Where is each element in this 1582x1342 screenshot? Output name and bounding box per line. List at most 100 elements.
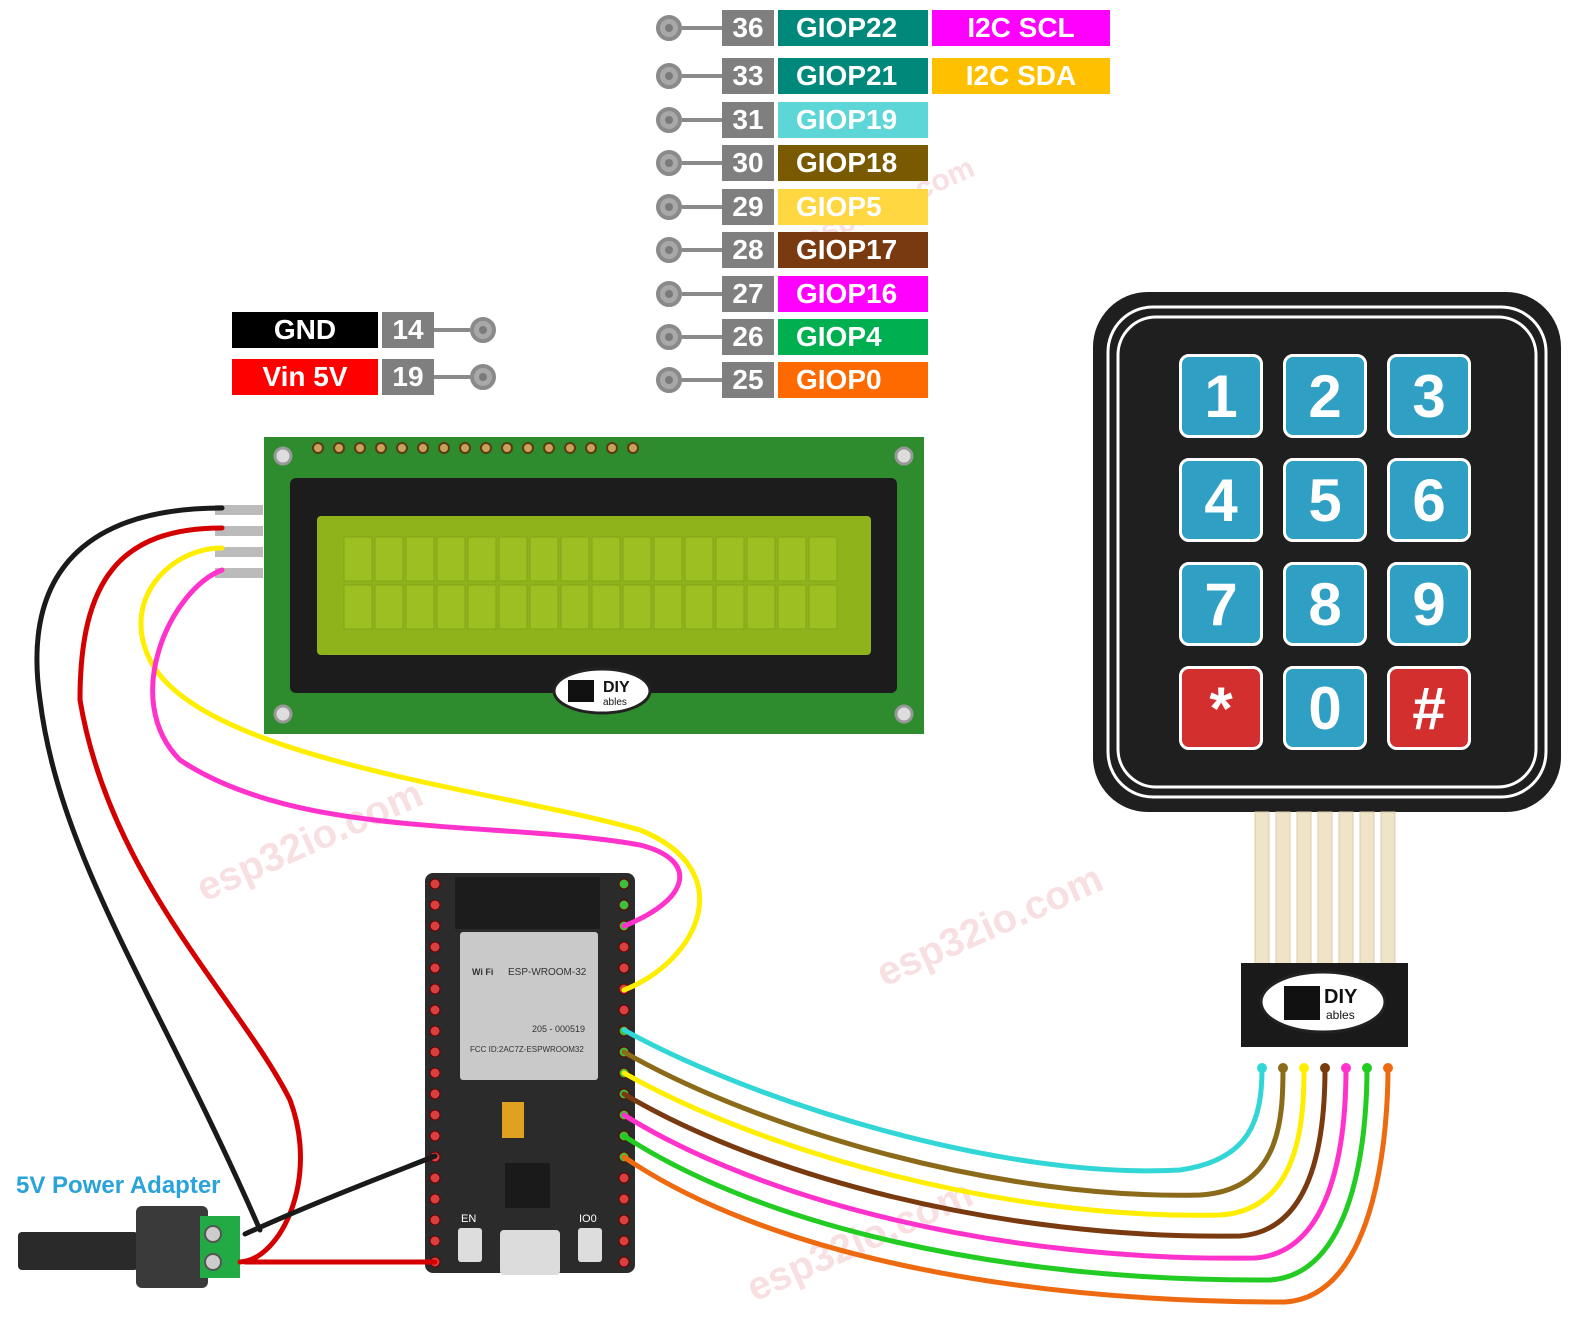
pin-number: 25	[722, 362, 774, 398]
io0-button	[578, 1228, 602, 1262]
lcd-i2c-pin	[215, 526, 263, 536]
esp32-pin	[618, 1235, 630, 1247]
lcd-cell	[467, 584, 497, 630]
power-pin-name: Vin 5V	[232, 359, 378, 395]
esp32-module-label: ESP-WROOM-32	[508, 967, 587, 978]
lcd-logo-top: DIY	[603, 679, 630, 696]
pin-node	[656, 107, 682, 133]
keypad-key[interactable]: 6	[1387, 458, 1471, 542]
keypad-key[interactable]: *	[1179, 666, 1263, 750]
keypad-connector-pin	[1383, 1063, 1393, 1073]
lcd-cell	[684, 536, 714, 582]
keypad-key[interactable]: 3	[1387, 354, 1471, 438]
wire-gnd	[242, 1153, 438, 1237]
esp32-pin	[429, 920, 441, 932]
esp32-fcc-id: FCC ID:2AC7Z-ESPWROOM32	[470, 1045, 584, 1054]
ribbon-strip	[1275, 811, 1291, 965]
lcd-header-pin	[438, 442, 450, 454]
keypad-key[interactable]: 2	[1283, 354, 1367, 438]
pin-gpio-name: GIOP5	[778, 189, 928, 225]
keypad-border-inner	[1116, 315, 1538, 789]
keypad-key[interactable]: 7	[1179, 562, 1263, 646]
lcd-i2c-pin	[215, 568, 263, 578]
esp32-pin	[618, 1172, 630, 1184]
en-label: EN	[461, 1213, 476, 1225]
esp32-pin	[429, 1067, 441, 1079]
keypad-connector-pin	[1320, 1063, 1330, 1073]
lcd-cell	[436, 584, 466, 630]
pin-line	[682, 248, 722, 252]
esp32-pin	[429, 878, 441, 890]
lcd-logo-bottom: ables	[603, 697, 627, 708]
lcd-cells	[343, 536, 838, 630]
esp32-pin	[429, 1025, 441, 1037]
pin-node	[656, 194, 682, 220]
wire-k4	[621, 1065, 1328, 1239]
lcd-cell	[777, 584, 807, 630]
pin-node	[656, 281, 682, 307]
pin-node	[470, 364, 496, 390]
esp32-pin	[429, 1130, 441, 1142]
keypad-key[interactable]: 5	[1283, 458, 1367, 542]
keypad-key[interactable]: 4	[1179, 458, 1263, 542]
lcd-header-pin	[522, 442, 534, 454]
ribbon-strip	[1338, 811, 1354, 965]
power-pin-number: 19	[382, 359, 434, 395]
lcd-cell	[684, 584, 714, 630]
lcd-cell	[436, 536, 466, 582]
pin-node	[656, 237, 682, 263]
pin-number: 33	[722, 58, 774, 94]
keypad-connector-pin	[1257, 1063, 1267, 1073]
esp32-pin	[429, 1046, 441, 1058]
lcd-i2c-pin	[215, 547, 263, 557]
power-terminal	[200, 1216, 240, 1278]
esp32-pin	[429, 1172, 441, 1184]
keypad-connector-pin	[1278, 1063, 1288, 1073]
esp32-pin	[429, 962, 441, 974]
esp32-pin	[429, 983, 441, 995]
ribbon-strip	[1359, 811, 1375, 965]
io0-label: IO0	[579, 1213, 597, 1225]
pin-number: 26	[722, 319, 774, 355]
pin-line	[682, 74, 722, 78]
lcd-cell	[529, 584, 559, 630]
wire-gnd	[34, 505, 263, 1233]
pin-gpio-name: GIOP17	[778, 232, 928, 268]
pin-gpio-name: GIOP0	[778, 362, 928, 398]
keypad-key[interactable]: 8	[1283, 562, 1367, 646]
esp32-pin	[429, 941, 441, 953]
pin-node	[656, 15, 682, 41]
esp32-pin	[429, 1235, 441, 1247]
lcd-header-pin	[564, 442, 576, 454]
pin-gpio-name: GIOP21	[778, 58, 928, 94]
keypad-key[interactable]: 0	[1283, 666, 1367, 750]
keypad-connector-pin	[1362, 1063, 1372, 1073]
wire-scl	[150, 567, 683, 929]
lcd-cell	[591, 536, 621, 582]
pin-line	[682, 292, 722, 296]
esp32-pin	[429, 1214, 441, 1226]
pin-node	[656, 324, 682, 350]
lcd-header-pins	[312, 442, 639, 454]
esp32-pin	[618, 1214, 630, 1226]
keypad-key[interactable]: 9	[1387, 562, 1471, 646]
pin-number: 31	[722, 102, 774, 138]
pin-number: 36	[722, 10, 774, 46]
pin-line	[434, 375, 470, 379]
keypad-border	[1106, 305, 1548, 799]
lcd-cell	[715, 584, 745, 630]
keypad-logo-mark	[1284, 986, 1320, 1020]
lcd-cell	[374, 536, 404, 582]
esp32-pin	[429, 899, 441, 911]
lcd-cell	[653, 584, 683, 630]
pin-line	[682, 335, 722, 339]
keypad-key[interactable]: #	[1387, 666, 1471, 750]
lcd-cell	[560, 584, 590, 630]
keypad-logo-badge	[1259, 970, 1387, 1034]
keypad-key[interactable]: 1	[1179, 354, 1263, 438]
